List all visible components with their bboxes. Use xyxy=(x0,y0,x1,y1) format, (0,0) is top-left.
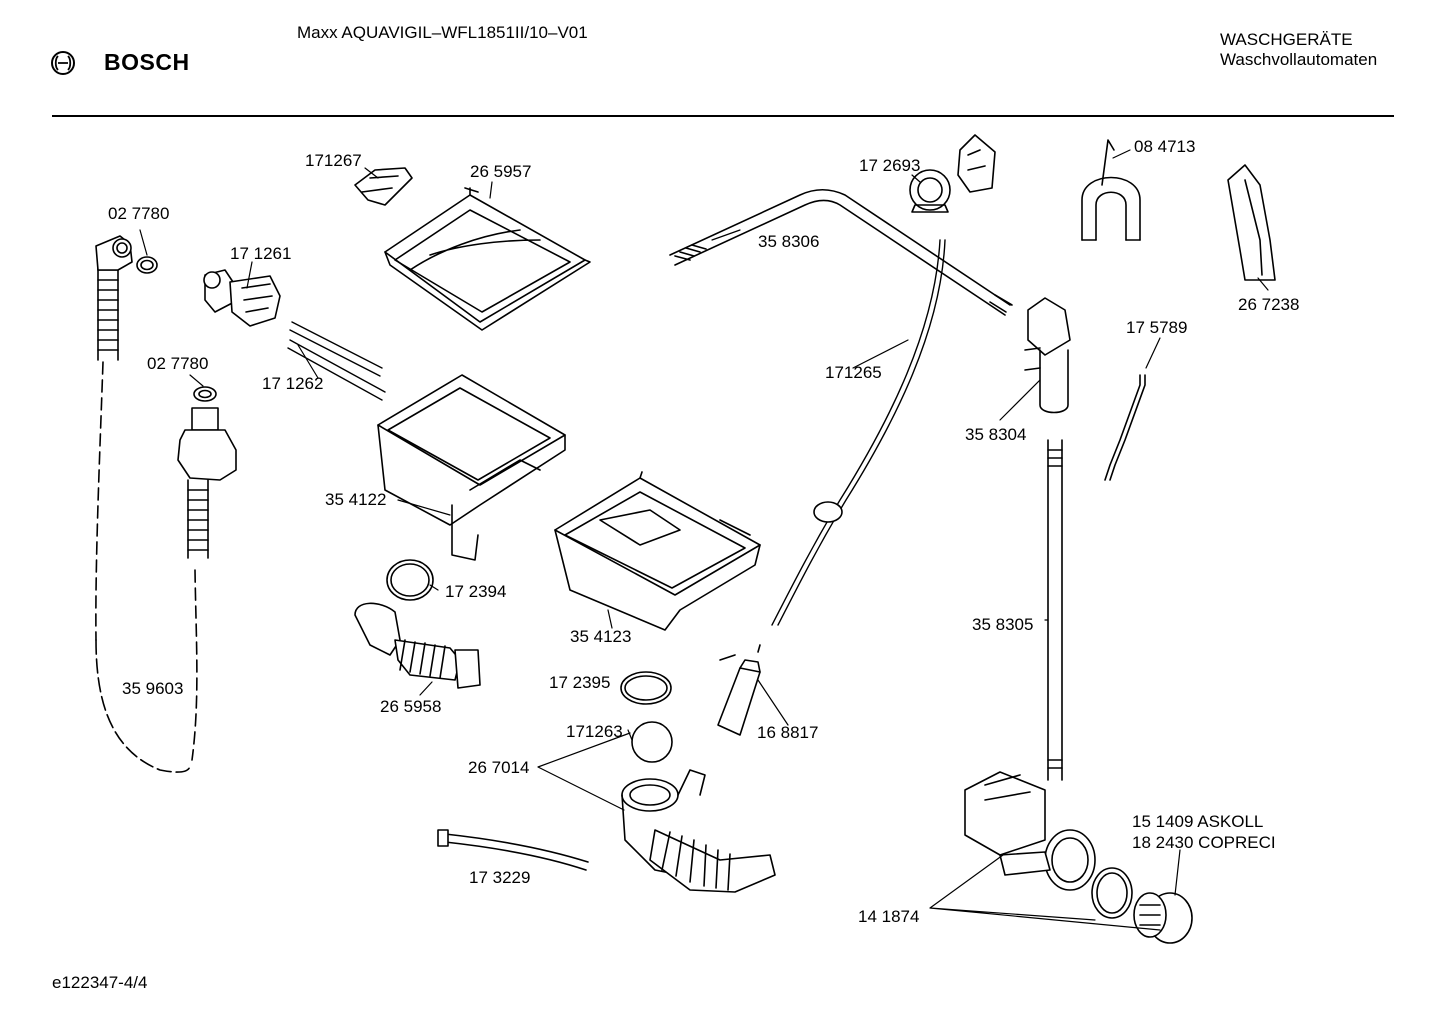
subcategory-title: Waschvollautomaten xyxy=(1220,50,1378,69)
label-175789: 17 5789 xyxy=(1126,318,1187,337)
latch-part xyxy=(354,167,413,206)
float-ball-part xyxy=(631,721,673,763)
leader-lines xyxy=(139,149,1269,931)
inlet-hose-part xyxy=(95,235,198,773)
drawer-housing-part xyxy=(377,374,566,561)
label-354123: 35 4123 xyxy=(570,627,631,646)
label-027780-b: 02 7780 xyxy=(147,354,208,373)
valve-part xyxy=(203,269,281,327)
label-182430: 18 2430 COPRECI xyxy=(1132,833,1276,852)
pump-seal-part xyxy=(1091,867,1133,919)
header-divider xyxy=(52,115,1394,117)
label-171262: 17 1262 xyxy=(262,374,323,393)
diagram-code: e122347-4/4 xyxy=(52,973,148,992)
drawer-cover-part xyxy=(384,187,591,331)
brand-name: BOSCH xyxy=(104,49,190,75)
temperature-sensor-part xyxy=(717,644,761,736)
bosch-logo-icon xyxy=(51,51,75,75)
bent-rod-part xyxy=(1104,374,1146,481)
vertical-hose-part xyxy=(1047,439,1063,781)
rod-part xyxy=(287,321,386,401)
bellows-hose-part xyxy=(354,602,481,689)
small-hose-part xyxy=(437,829,589,871)
label-084713: 08 4713 xyxy=(1134,137,1195,156)
pump-filter-part xyxy=(1133,892,1193,944)
label-267014: 26 7014 xyxy=(468,758,529,777)
label-171267: 171267 xyxy=(305,151,362,170)
bracket-part xyxy=(1227,164,1276,281)
label-151409: 15 1409 ASKOLL xyxy=(1132,812,1263,831)
o-ring-part xyxy=(386,559,434,601)
label-171261: 17 1261 xyxy=(230,244,291,263)
air-chamber-part xyxy=(1024,297,1071,414)
label-027780-a: 02 7780 xyxy=(108,204,169,223)
detergent-drawer-part xyxy=(554,471,761,631)
label-354122: 35 4122 xyxy=(325,490,386,509)
category-title: WASCHGERÄTE xyxy=(1220,30,1353,49)
sump-bellows-part xyxy=(621,769,776,893)
pressure-switch-part xyxy=(909,134,996,213)
label-173229: 17 3229 xyxy=(469,868,530,887)
pipe-part xyxy=(669,188,1013,316)
drain-pump-part xyxy=(964,771,1096,891)
label-172693: 17 2693 xyxy=(859,156,920,175)
inlet-connector-part xyxy=(177,407,237,559)
label-141874: 14 1874 xyxy=(858,907,919,926)
label-358304: 35 8304 xyxy=(965,425,1026,444)
label-168817: 16 8817 xyxy=(757,723,818,742)
model-title: Maxx AQUAVIGIL–WFL1851II/10–V01 xyxy=(297,23,588,42)
label-267238: 26 7238 xyxy=(1238,295,1299,314)
label-172395: 17 2395 xyxy=(549,673,610,692)
long-hose-part xyxy=(771,239,946,626)
label-265958: 26 5958 xyxy=(380,697,441,716)
seal-ring-part xyxy=(136,256,217,402)
hose-hanger-part xyxy=(1081,139,1141,241)
label-171265: 171265 xyxy=(825,363,882,382)
label-358306: 35 8306 xyxy=(758,232,819,251)
o-ring-part-2 xyxy=(620,671,672,705)
label-172394: 17 2394 xyxy=(445,582,506,601)
label-171263: 171263 xyxy=(566,722,623,741)
label-359603: 35 9603 xyxy=(122,679,183,698)
label-265957: 26 5957 xyxy=(470,162,531,181)
label-358305: 35 8305 xyxy=(972,615,1033,634)
